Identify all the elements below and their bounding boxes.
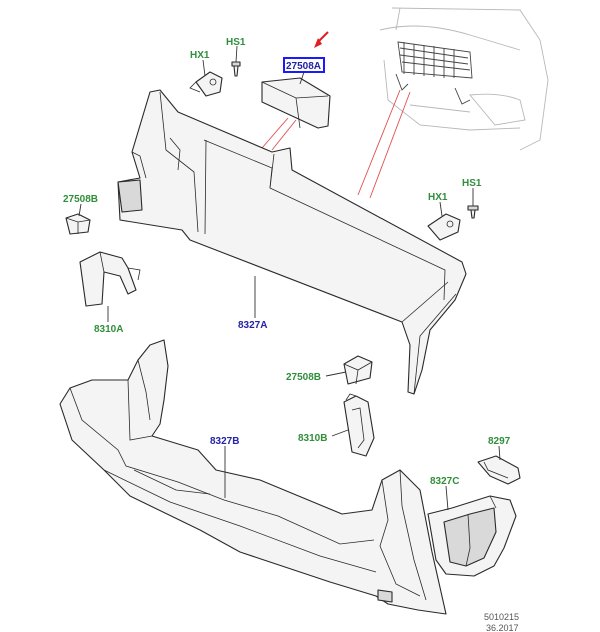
part-27508b-center-shape xyxy=(343,355,373,385)
clip-hx1-top-shape xyxy=(189,71,223,97)
label-8327b[interactable]: 8327B xyxy=(210,436,239,447)
part-8310a-shape xyxy=(79,251,141,307)
diagram-date: 36.2017 xyxy=(486,623,519,632)
callout-labels: HX1 HS1 27508A HX1 HS1 27508B 8310A 8327… xyxy=(63,37,519,632)
part-27508a-shape xyxy=(261,77,331,129)
clip-hx1-right-shape xyxy=(427,213,461,241)
label-hs1-right[interactable]: HS1 xyxy=(462,178,482,189)
label-hx1-top[interactable]: HX1 xyxy=(190,50,210,61)
fastener-hs1-top-shape xyxy=(231,61,241,77)
label-hx1-right[interactable]: HX1 xyxy=(428,192,448,203)
fastener-hs1-right-shape xyxy=(467,205,479,219)
part-8327c-shape xyxy=(427,495,517,577)
label-8297[interactable]: 8297 xyxy=(488,436,511,447)
label-hs1-top[interactable]: HS1 xyxy=(226,37,246,48)
part-8310b-shape xyxy=(343,393,375,457)
inset-reference-lines xyxy=(261,89,411,199)
leader-lines xyxy=(78,45,501,511)
part-8327b-shape xyxy=(59,339,447,615)
vehicle-front-inset xyxy=(379,7,549,151)
diagram-number: 5010215 xyxy=(484,612,519,622)
highlight-pointer-arrow xyxy=(314,31,329,48)
label-8310a[interactable]: 8310A xyxy=(94,324,123,335)
label-27508b-left[interactable]: 27508B xyxy=(63,194,98,205)
label-27508a[interactable]: 27508A xyxy=(286,61,321,72)
label-8327a[interactable]: 8327A xyxy=(238,320,267,331)
highlight-box-27508a xyxy=(283,57,325,73)
label-27508b-center[interactable]: 27508B xyxy=(286,372,321,383)
label-8310b[interactable]: 8310B xyxy=(298,433,327,444)
part-27508b-left-shape xyxy=(65,213,91,235)
label-8327c[interactable]: 8327C xyxy=(430,476,459,487)
part-8297-shape xyxy=(477,455,521,485)
part-8327a-shape xyxy=(117,89,467,395)
